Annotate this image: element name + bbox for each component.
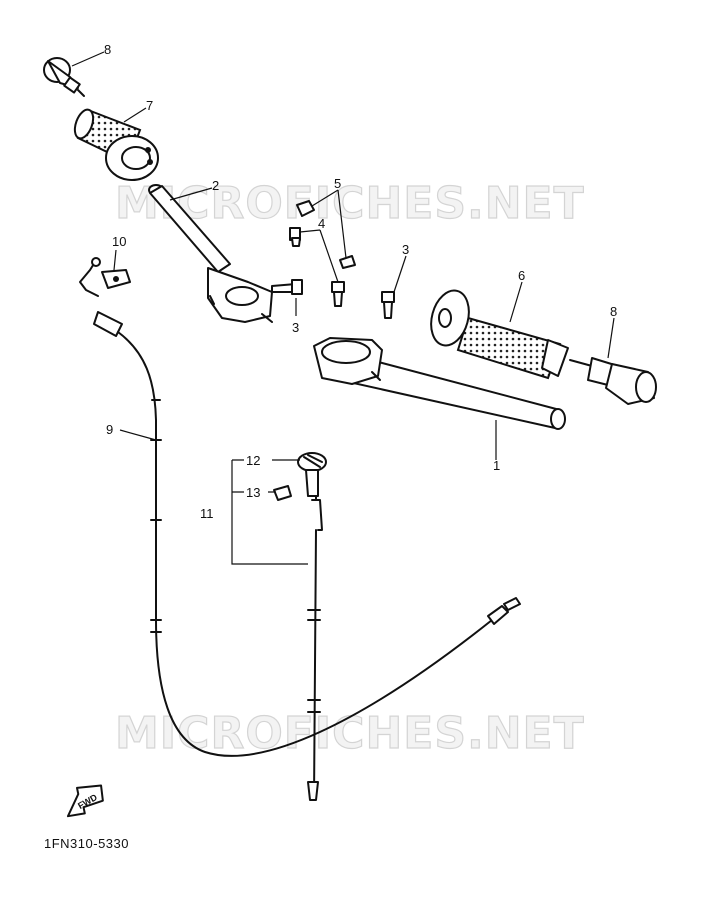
callout-9: 9 — [106, 422, 113, 437]
part-10-cable-clip — [101, 269, 131, 289]
diagram-code: 1FN310-5330 — [44, 836, 129, 851]
watermark-bottom: MICROFICHES.NET — [115, 708, 585, 759]
part-5-nut-a — [296, 200, 315, 217]
callout-2: 2 — [212, 178, 219, 193]
part-9-throttle-cable — [79, 257, 521, 757]
callout-1: 1 — [493, 458, 500, 473]
callout-7: 7 — [146, 98, 153, 113]
part-13-screw — [273, 485, 292, 501]
part-8-right-bar-end — [569, 357, 657, 405]
leader-lines — [71, 51, 615, 565]
callout-5: 5 — [334, 176, 341, 191]
callout-13: 13 — [246, 485, 260, 500]
part-8-left-bar-end — [43, 57, 85, 97]
part-1-right-handlebar — [313, 337, 566, 430]
part-7-throttle-grip — [73, 108, 159, 181]
callout-12: 12 — [246, 453, 260, 468]
part-4-bolt-b — [331, 281, 345, 307]
part-5-nut-b — [339, 255, 356, 269]
part-4-bolt-a — [289, 227, 301, 247]
callout-6: 6 — [518, 268, 525, 283]
part-3-bolt-right — [381, 291, 395, 319]
callout-4: 4 — [318, 216, 325, 231]
part-6-right-grip — [430, 289, 569, 380]
callout-10: 10 — [112, 234, 126, 249]
part-2-left-handlebar — [148, 184, 273, 323]
part-3-bolt-left — [271, 279, 303, 295]
callout-3-right: 3 — [402, 242, 409, 257]
callout-8-left: 8 — [104, 42, 111, 57]
callout-11: 11 — [200, 506, 214, 521]
callout-3-left: 3 — [292, 320, 299, 335]
part-11-cable-assembly — [297, 452, 327, 801]
callout-8-right: 8 — [610, 304, 617, 319]
fwd-arrow-icon: FWD — [66, 784, 104, 818]
